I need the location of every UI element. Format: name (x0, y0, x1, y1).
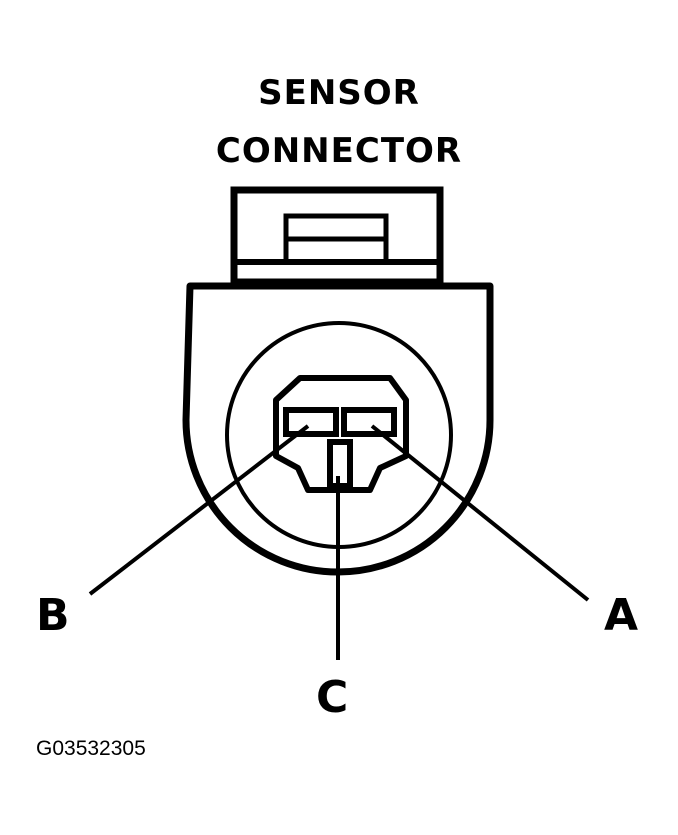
diagram-title-line-1: SENSOR (258, 73, 420, 113)
diagram-title-line-2: CONNECTOR (215, 131, 463, 171)
figure-id: G03532305 (36, 737, 146, 760)
pin-label-c: C (316, 672, 349, 723)
terminal-slot-b (283, 407, 339, 437)
leader-line-b (88, 424, 310, 596)
pin-label-b: B (36, 590, 70, 641)
pin-label-a: A (604, 590, 639, 641)
terminal-slot-a (341, 407, 397, 437)
leader-line-a (370, 424, 590, 602)
connector-lock-tab (230, 186, 444, 286)
